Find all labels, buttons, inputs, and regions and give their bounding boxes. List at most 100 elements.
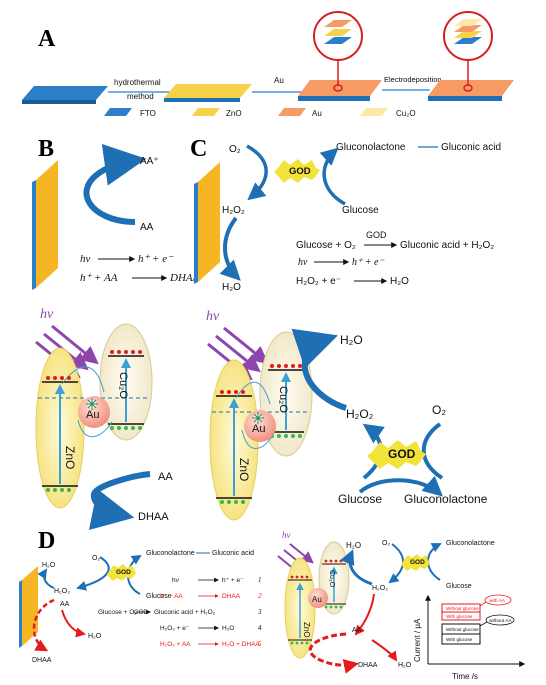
arrow-h2o2-to-h2o-mid bbox=[291, 328, 347, 411]
panel-label-c: C bbox=[190, 136, 207, 162]
inset-callout-without-aa: without AA bbox=[489, 618, 512, 624]
step3-label: Electrodeposition bbox=[384, 75, 442, 84]
inset-bar-label-1: Without glucose bbox=[446, 606, 479, 611]
arrow-d-right-h2o2-red bbox=[354, 593, 375, 636]
electrode-c bbox=[194, 162, 220, 284]
label-dhaa-left: DHAA bbox=[138, 511, 169, 523]
panel-label-b: B bbox=[38, 136, 54, 162]
eq-c1-lhs: Glucose + O₂ bbox=[296, 240, 356, 251]
label-gluconolactone-mid: Gluconolactone bbox=[404, 492, 488, 506]
label-gluconolactone-d: Gluconolactone bbox=[146, 550, 195, 557]
label-o2-mid: O₂ bbox=[432, 403, 446, 417]
equation-4-lhs: H₂O₂ + e⁻ bbox=[160, 625, 190, 632]
label-gluconolactone-c: Gluconolactone bbox=[336, 142, 406, 153]
equation-2-number: 2 bbox=[258, 592, 262, 600]
equation-4-rhs: H₂O bbox=[222, 625, 234, 632]
god-enzyme-mid: GOD bbox=[367, 440, 426, 469]
equation-5-rhs: H₂O + DHAA bbox=[222, 641, 260, 648]
eq-b2-lhs: h⁺ + AA bbox=[80, 272, 118, 284]
au-label-left: Au bbox=[86, 409, 99, 421]
label-aa-d-right: AA bbox=[352, 627, 362, 634]
arrow-h2o2-to-h2o bbox=[219, 216, 241, 281]
label-dhaa-d: DHAA bbox=[32, 657, 52, 664]
electrode-b bbox=[32, 160, 58, 290]
label-aa-left: AA bbox=[158, 471, 173, 483]
equation-3-number: 3 bbox=[257, 608, 262, 616]
inset-ylabel: Current / μA bbox=[413, 618, 422, 662]
inset-xlabel: Time /s bbox=[452, 672, 478, 681]
substrate-zno bbox=[164, 84, 252, 102]
eq3-god-label: GOD bbox=[134, 610, 148, 616]
arrow-d-right-o2 bbox=[388, 543, 404, 584]
legend-zno: ZnO bbox=[192, 108, 242, 118]
label-h2o-d-right: H₂O bbox=[346, 541, 361, 550]
arrow-d-right-to-h2o bbox=[371, 639, 398, 662]
hv-label-d: hν bbox=[282, 530, 291, 540]
au-label-right: Au bbox=[252, 423, 265, 435]
au-sphere-d bbox=[308, 588, 328, 608]
legend-label-fto: FTO bbox=[140, 109, 156, 118]
equation-2-rhs: DHAA bbox=[222, 593, 241, 600]
zno-label-left: ZnO bbox=[63, 446, 77, 469]
equation-1-number: 1 bbox=[258, 576, 262, 584]
inset-chart: Current / μA Time /s Without glucose Wit… bbox=[413, 594, 526, 681]
arrow-o2-to-god bbox=[421, 422, 444, 480]
eq-c2-rhs: h⁺ + e⁻ bbox=[352, 257, 384, 268]
cu2o-label-right: Cu₂O bbox=[277, 386, 289, 413]
inset-bar-label-3: Without glucose bbox=[446, 627, 479, 632]
label-gluconic-acid-d: Gluconic acid bbox=[212, 550, 254, 557]
substrate-cu2o bbox=[428, 80, 514, 101]
legend-cu2o: Cu₂O bbox=[360, 108, 416, 118]
inset-bar-label-4: With glucose bbox=[446, 637, 473, 642]
eq-c2-lhs: hν bbox=[298, 257, 308, 268]
label-o2-d-right: O₂ bbox=[382, 540, 390, 547]
inset-callout-black bbox=[485, 614, 515, 626]
arrow-d-right-aa-to-dhaa bbox=[308, 632, 359, 674]
label-h2o2-d-right: H₂O₂ bbox=[372, 585, 388, 592]
label-gluconolactone-d-right: Gluconolactone bbox=[446, 540, 495, 547]
label-glucose-c: Glucose bbox=[342, 205, 379, 216]
zoom-circle-au bbox=[313, 11, 363, 92]
inset-callout-with-aa: with AA bbox=[489, 598, 506, 604]
eq-c1-god: GOD bbox=[366, 230, 387, 240]
label-o2-d: O₂ bbox=[92, 555, 100, 562]
arrow-d-aa-to-dhaa bbox=[32, 598, 55, 652]
arrow-o2-to-h2o2 bbox=[246, 144, 268, 201]
inset-callout-red bbox=[484, 594, 512, 606]
label-aa-plus: AA⁺ bbox=[140, 156, 159, 167]
equation-5-number: 5 bbox=[258, 640, 262, 648]
step1-label: hydrothermal bbox=[114, 78, 161, 87]
arrow-d-h2o2-to-h2o bbox=[37, 568, 55, 589]
equation-2-lhs: h⁺ + AA bbox=[160, 593, 183, 600]
hv-label-left: hν bbox=[40, 307, 54, 322]
inset-bar-label-2: With glucose bbox=[446, 614, 473, 619]
label-h2o2-c: H₂O₂ bbox=[222, 205, 245, 216]
cu2o-label-d: Cu₂O bbox=[328, 570, 335, 588]
god-label-d-right: GOD bbox=[410, 559, 425, 566]
equation-1-rhs: h⁺ + e⁻ bbox=[222, 577, 244, 584]
au-label-d: Au bbox=[312, 595, 322, 604]
arrow-d-right-h2o2-to-h2o bbox=[340, 549, 373, 586]
label-dhaa-d-right: DHAA bbox=[358, 662, 378, 669]
step2-label: Au bbox=[274, 76, 284, 85]
eq-b1-rhs: h⁺ + e⁻ bbox=[138, 253, 174, 265]
label-h2o-d-right-bottom: H₂O bbox=[398, 662, 412, 669]
plasmon-burst-right bbox=[252, 412, 264, 424]
label-aa-d: AA bbox=[60, 601, 70, 608]
label-gluconic-acid-c: Gluconic acid bbox=[441, 142, 501, 153]
band-lines-left bbox=[38, 355, 148, 487]
zno-label-d: ZnO bbox=[302, 622, 311, 638]
electrons-left bbox=[46, 350, 142, 380]
equation-1-lhs: hν bbox=[172, 577, 179, 584]
label-glucose-d: Glucose bbox=[146, 593, 172, 600]
label-glucose-d-right: Glucose bbox=[446, 583, 472, 590]
equation-3-lhs: Glucose + O₂ bbox=[98, 609, 137, 616]
god-label-c: GOD bbox=[289, 166, 311, 177]
holes-left bbox=[46, 426, 142, 492]
eq-b2-rhs: DHAA bbox=[169, 272, 200, 284]
label-aa-b: AA bbox=[140, 222, 154, 233]
label-o2-c: O₂ bbox=[229, 144, 241, 155]
legend-label-au: Au bbox=[312, 109, 322, 118]
arrow-aa-oxidation bbox=[83, 143, 147, 225]
